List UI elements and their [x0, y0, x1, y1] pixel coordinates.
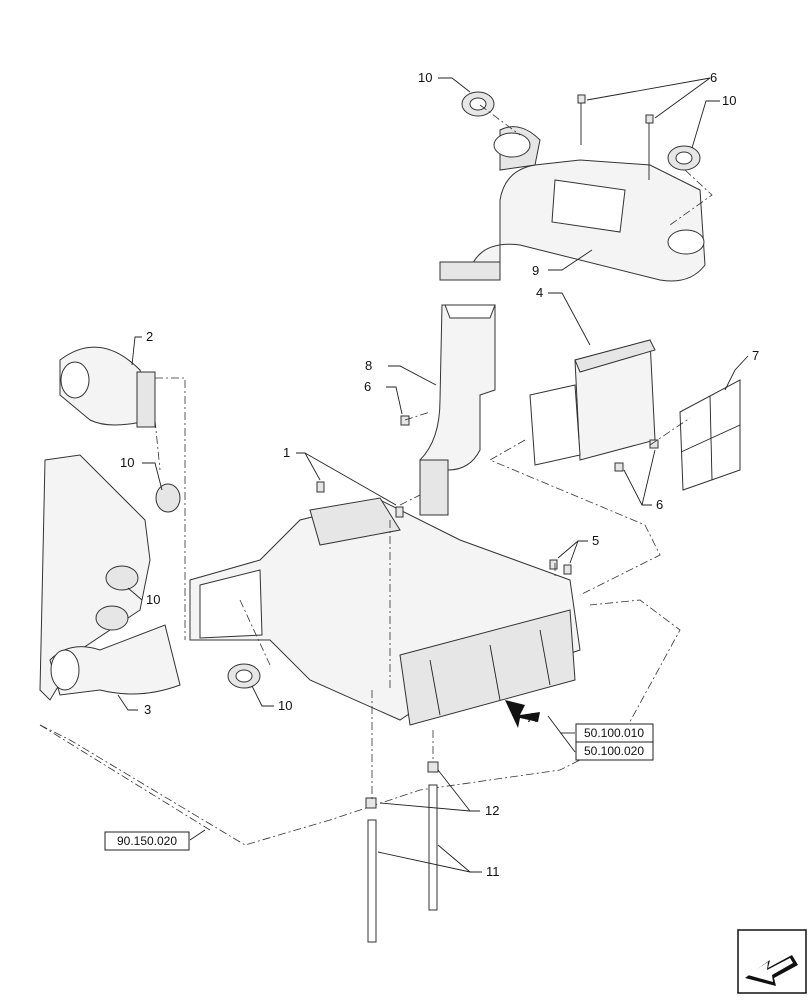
callout-10-panel: 10 [146, 592, 160, 607]
next-page-arrow-icon[interactable] [737, 929, 807, 994]
callout-2: 2 [146, 329, 153, 344]
grommet-top-right [667, 145, 701, 171]
ref-code-top: 50.100.010 [584, 726, 644, 740]
grommet-panel-2 [95, 605, 129, 631]
callout-10-panel-top: 10 [120, 455, 134, 470]
drain-tube-right [427, 761, 439, 911]
left-lower-duct [49, 624, 181, 696]
view-marker-label: A [528, 710, 537, 725]
callout-11: 11 [486, 864, 500, 879]
screw-unit-1 [316, 481, 325, 493]
callout-7: 7 [752, 348, 759, 363]
assembly-line-6 [404, 411, 431, 421]
callout-12: 12 [485, 803, 499, 818]
grommet-panel-1 [105, 565, 139, 591]
screw-housing-1 [614, 462, 624, 472]
callout-6-top: 6 [710, 70, 717, 85]
assembly-line-5 [669, 169, 713, 226]
hvac-main-unit [189, 497, 581, 726]
upper-air-duct [439, 126, 706, 282]
cabin-filter [679, 379, 741, 491]
vertical-air-duct [419, 304, 496, 516]
drain-tube-left [365, 797, 377, 943]
callout-10-lower: 10 [278, 698, 292, 713]
callout-9: 9 [532, 263, 539, 278]
screw-unit-2 [395, 506, 404, 518]
screw-top-2 [645, 114, 654, 180]
screw-unit-3 [549, 559, 558, 570]
callout-1: 1 [283, 445, 290, 460]
floor-panel-outline [39, 599, 681, 846]
view-arrow-a: A [505, 700, 540, 728]
screw-housing-2 [649, 439, 659, 449]
assembly-line-2 [154, 419, 161, 471]
callout-8: 8 [365, 358, 372, 373]
callout-6-housing: 6 [656, 497, 663, 512]
callout-3: 3 [144, 702, 151, 717]
reference-box-90-150[interactable]: 90.150.020 [104, 831, 190, 851]
grommet-panel-3 [155, 483, 181, 513]
filter-housing [529, 339, 656, 466]
callout-4: 4 [536, 285, 543, 300]
grommet-lower [227, 663, 261, 689]
assembly-line-8 [399, 494, 421, 506]
floor-panel-outline-2 [39, 724, 211, 831]
assembly-line-1 [155, 377, 186, 640]
assembly-line-3 [239, 599, 271, 666]
left-upper-duct [59, 346, 156, 428]
leader-lines [117, 77, 749, 873]
screw-unit-4 [563, 564, 572, 575]
screw-top-1 [577, 94, 586, 145]
callout-10-top-left: 10 [418, 70, 432, 85]
grommet-top-left [461, 91, 495, 117]
ref-code-floor: 90.150.020 [117, 834, 177, 848]
reference-box-50-100[interactable]: 50.100.010 50.100.020 [575, 723, 654, 761]
callout-10-top-right: 10 [722, 93, 736, 108]
callout-5: 5 [592, 533, 599, 548]
assembly-line-7 [489, 439, 661, 596]
screw-duct-left [400, 415, 410, 426]
ref-code-bottom: 50.100.020 [584, 744, 644, 758]
callout-6-duct: 6 [364, 379, 371, 394]
